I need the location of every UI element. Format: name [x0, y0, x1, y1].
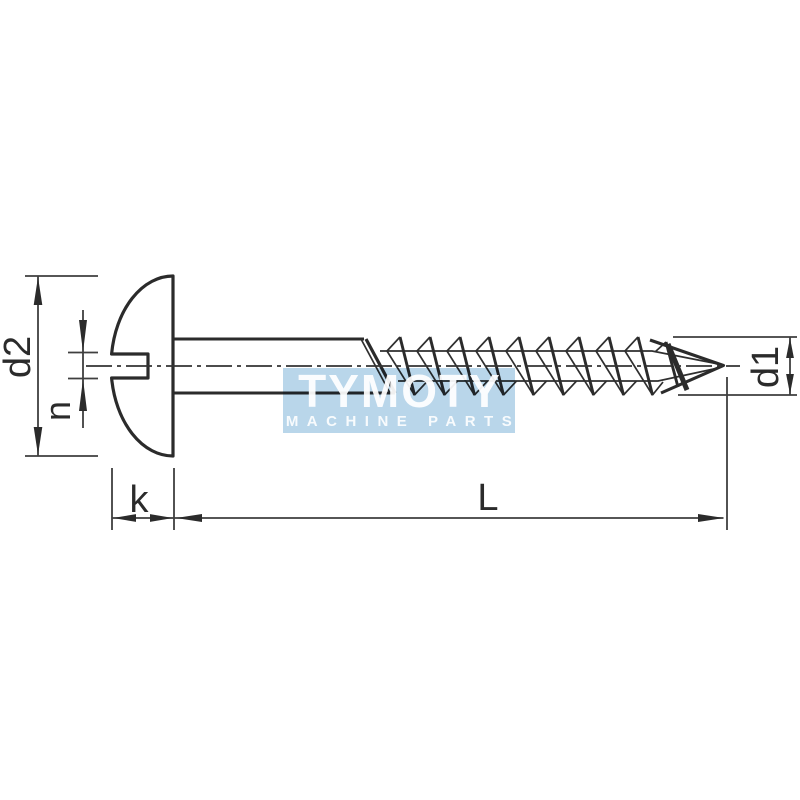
dimension-lines: [25, 275, 797, 530]
label-head-height: k: [130, 479, 150, 521]
arrow-l-left: [176, 514, 202, 522]
label-thread-diameter: d1: [745, 346, 787, 388]
label-slot-width: n: [37, 401, 78, 421]
dim-k-l-lines: [111, 377, 728, 530]
dimension-arrowheads: [33, 277, 794, 522]
arrow-k-left: [113, 514, 136, 522]
screw-point: [649, 338, 726, 395]
label-total-length: L: [477, 477, 498, 519]
arrow-n-top: [79, 320, 87, 352]
watermark-panel: [283, 368, 515, 433]
screw-head: [110, 274, 175, 458]
arrow-d1-bottom: [786, 374, 794, 394]
arrow-k-right: [150, 514, 173, 522]
arrow-d2-bottom: [33, 427, 43, 455]
arrow-d1-top: [786, 338, 794, 358]
arrow-n-bottom: [79, 379, 87, 411]
arrow-d2-top: [33, 277, 43, 305]
thread-flanks-thin: [386, 336, 667, 396]
arrow-l-right: [698, 514, 724, 522]
label-head-diameter: d2: [0, 336, 39, 378]
dim-d2-lines: [25, 275, 98, 457]
